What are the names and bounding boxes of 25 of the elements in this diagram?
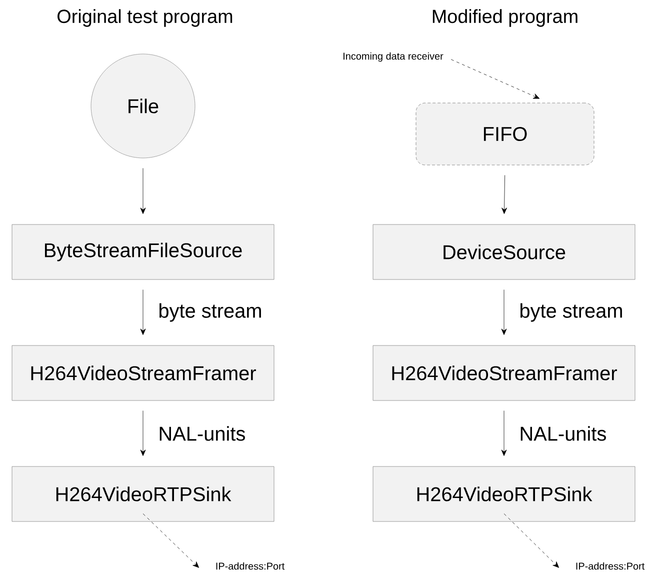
- edge-label: NAL-units: [157, 425, 247, 442]
- buffer-box: FIFO: [416, 102, 594, 166]
- process-box: ByteStreamFileSource: [12, 224, 274, 280]
- edge-label: byte stream: [157, 302, 264, 323]
- arrow: [140, 168, 146, 214]
- arrow: [140, 410, 146, 456]
- arrow: [502, 175, 508, 214]
- arrow: [450, 59, 540, 99]
- process-box: H264VideoRTPSink: [12, 466, 274, 522]
- column-heading: Original test program: [58, 9, 232, 27]
- process-box: DeviceSource: [372, 224, 636, 280]
- annotation-text: IP-address:Port: [576, 562, 645, 570]
- arrow: [504, 514, 560, 568]
- edge-label: NAL-units: [518, 425, 608, 442]
- process-box: H264VideoStreamFramer: [372, 345, 636, 401]
- process-box: H264VideoStreamFramer: [12, 345, 274, 401]
- annotation-text: IP-address:Port: [216, 562, 285, 570]
- arrow: [501, 410, 507, 456]
- edge-label: byte stream: [518, 302, 624, 323]
- process-box: H264VideoRTPSink: [372, 466, 636, 522]
- column-heading: Modified program: [432, 9, 578, 27]
- arrow: [501, 290, 507, 335]
- arrow: [142, 514, 200, 568]
- arrow: [140, 290, 146, 335]
- annotation-text: Incoming data receiver: [344, 52, 444, 62]
